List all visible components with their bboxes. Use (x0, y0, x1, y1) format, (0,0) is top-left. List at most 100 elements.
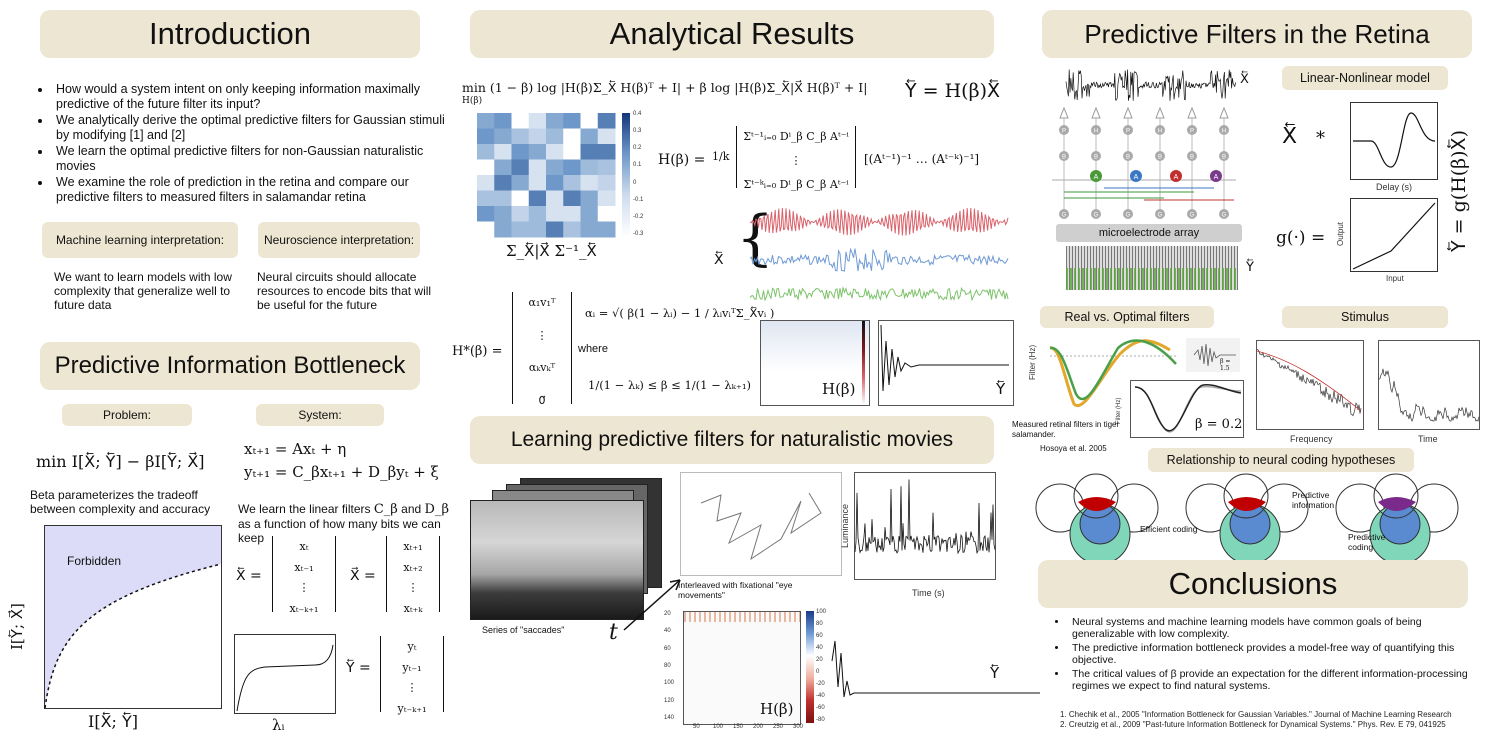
matrix-cell (597, 190, 616, 207)
matrix-cell (580, 113, 599, 129)
where-label: where (578, 343, 608, 355)
x-arrow-label: X⃖ (714, 252, 724, 268)
svg-text:B: B (1062, 155, 1066, 161)
axis-tick: 0.1 (633, 162, 642, 169)
svg-text:G: G (1126, 213, 1131, 219)
intro-bullets: How would a system intent on only keepin… (34, 82, 450, 206)
beta02-label: β = 0.2 (1195, 417, 1243, 432)
axis-tick: 40 (816, 645, 823, 651)
intro-bullet: We examine the role of prediction in the… (52, 175, 450, 204)
filter-response-plot (878, 320, 1014, 406)
axis-tick: -40 (816, 693, 825, 699)
retina-x-arrow: X⃖ (1240, 72, 1249, 87)
vector-entry: xₜ₊ₖ (403, 602, 423, 615)
matrix-cell (494, 113, 512, 129)
intro-title: Introduction (40, 10, 420, 58)
delay-axis-label: Delay (s) (1376, 182, 1413, 192)
hstar-lhs: H*(β) = (452, 344, 503, 359)
axis-tick: 0 (633, 179, 637, 186)
vector-entry: ⋮ (790, 154, 802, 167)
venn-diagrams (1035, 473, 1459, 565)
y-arrow-label-2: Y⃖ (990, 664, 1000, 682)
ml-label: Machine learning interpretation: (42, 222, 238, 258)
pib-title: Predictive Information Bottleneck (40, 342, 420, 390)
vector-entry: yₜ₋ₖ₊₁ (397, 702, 427, 715)
matrix-cell (494, 190, 512, 207)
matrix-cell (580, 144, 599, 160)
matrix-colorbar (622, 113, 630, 237)
plot-ylabel: I[Y⃖; X⃗] (8, 603, 26, 650)
matrix-cell (563, 144, 581, 160)
matrix-cell (563, 159, 581, 176)
intro-bullet: How would a system intent on only keepin… (52, 82, 450, 111)
axis-tick: 140 (664, 715, 675, 721)
matrix-cell (528, 113, 547, 129)
svg-text:B: B (1126, 155, 1130, 161)
axis-tick: 20 (664, 611, 671, 617)
axis-tick: 120 (664, 697, 675, 704)
luminance-signal (1065, 66, 1236, 104)
sigma-matrix (477, 113, 616, 238)
matrix-cell (563, 113, 581, 129)
vector-entry: yₜ₋₁ (402, 660, 422, 674)
matrix-cell (580, 206, 599, 222)
saccades-label: Series of "saccades" (482, 625, 565, 635)
matrix-cell (511, 221, 530, 238)
vector-entry: xₜ₊₁ (403, 540, 423, 553)
vector-entry: ⋮ (407, 581, 419, 595)
svg-text:G: G (1158, 213, 1163, 219)
axis-tick: 80 (664, 663, 671, 669)
axis-tick: 100 (713, 724, 724, 730)
eye-movement-plot (680, 472, 842, 576)
matrix-cell (494, 159, 512, 176)
neuro-label: Neuroscience interpretation: (258, 222, 420, 258)
conclusions-title: Conclusions (1038, 560, 1468, 608)
matrix-cell (494, 175, 512, 191)
matrix-cell (546, 190, 564, 207)
t-label: t (609, 620, 618, 645)
axis-tick: 250 (773, 724, 784, 730)
matrix-cell (494, 221, 512, 238)
matrix-cell (494, 128, 512, 145)
h-eq-lhs: H(β) = (658, 152, 706, 168)
vector-entry: xₜ (299, 540, 309, 553)
input-axis-label: Input (1386, 274, 1404, 283)
vector-entry: αₖvₖᵀ (528, 361, 556, 375)
analytic-title: Analytical Results (470, 10, 994, 58)
matrix-cell (546, 159, 564, 176)
main-equation: min (1 − β) log |H(β)Σ_X⃖ H(β)ᵀ + I| + β… (462, 80, 868, 95)
matrix-cell (494, 144, 512, 160)
matrix-cell (580, 159, 599, 176)
relationship-label: Relationship to neural coding hypotheses (1148, 448, 1414, 472)
matrix-cell (511, 206, 530, 222)
conclusion-bullet: The critical values of β provide an expe… (1068, 668, 1478, 692)
axis-tick: 200 (753, 724, 764, 730)
learn-text: We learn the linear filters C_β and D_β … (238, 502, 449, 545)
axis-tick: 150 (733, 724, 744, 730)
matrix-cell (528, 128, 547, 145)
svg-text:A: A (1134, 174, 1139, 181)
real-optimal-plot (1049, 334, 1178, 412)
time-stimulus-plot (1378, 340, 1480, 430)
matrix-cell (494, 206, 512, 222)
vector-entry: Σᵗ⁻ᵏᵢ₌₀ Dⁱ_β C_β Aᵗ⁻ⁱ (743, 178, 849, 191)
ln-output-equation: Y⃖ = g(H(β)X⃖) (1448, 130, 1470, 252)
axis-tick: 0.4 (633, 111, 642, 117)
frequency-axis-label: Frequency (1290, 434, 1333, 444)
axis-tick: 0 (816, 669, 820, 675)
svg-text:H: H (1222, 129, 1226, 135)
vector-entry: xₜ₋₁ (294, 560, 314, 574)
svg-text:B: B (1222, 155, 1226, 161)
main-equation-sub: H(β) (462, 96, 483, 106)
svg-text:G: G (1094, 213, 1099, 219)
time-stim-axis-label: Time (1418, 434, 1438, 444)
matrix-cell (528, 206, 547, 222)
matrix-cell (546, 144, 564, 160)
